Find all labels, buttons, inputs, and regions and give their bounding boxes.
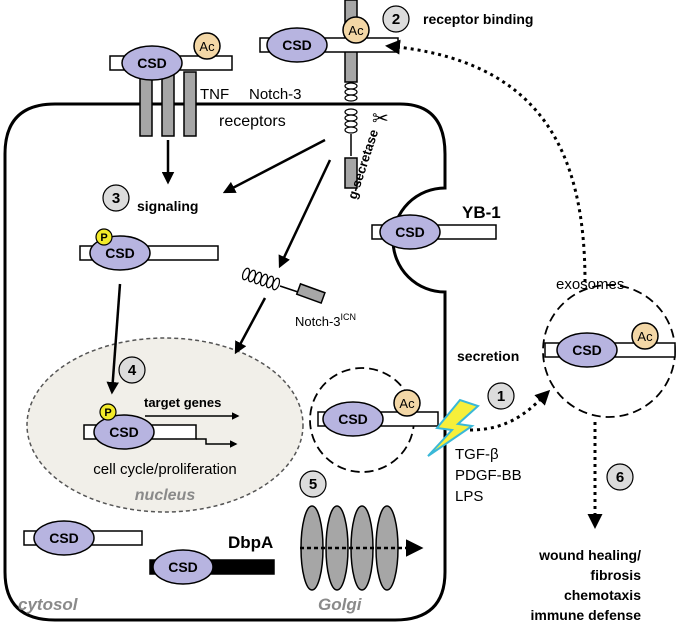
ac-label: Ac (399, 396, 415, 411)
csd-label: CSD (168, 559, 198, 575)
step-2-circle (382, 5, 410, 33)
step-6-circle (606, 463, 634, 491)
golgi-label: Golgi (318, 595, 363, 614)
ac-label: Ac (637, 329, 653, 344)
icn-nucleus-arrow (234, 297, 267, 355)
dbpa-csd: CSD (149, 549, 275, 585)
lps-label: LPS (455, 488, 483, 505)
receptor-binding-label: receptor binding (423, 11, 533, 27)
p-label: P (100, 232, 107, 244)
csd-label: CSD (49, 530, 79, 546)
tnf-label: TNF (200, 86, 229, 103)
secretion-label: secretion (457, 348, 519, 364)
target-genes-label: target genes (144, 395, 221, 410)
cell-membrane (3, 102, 447, 622)
csd-label: CSD (395, 224, 425, 240)
ac-label: Ac (199, 39, 215, 54)
exosomes-label: exosomes (556, 276, 624, 293)
ac-label: Ac (348, 23, 364, 38)
secretion-to-exosome-arrow (469, 389, 551, 432)
signaling-label: signaling (137, 198, 198, 214)
notch3-icn-fragment (241, 267, 326, 305)
stimulus-lightning-icon (427, 398, 480, 457)
outcome-fibrosis: fibrosis (590, 567, 641, 583)
step-5-circle (299, 470, 327, 498)
csd-label: CSD (572, 342, 602, 358)
cytosol-csd: CSD (23, 520, 143, 556)
step-1-number: 1 (497, 388, 505, 405)
step-6-number: 6 (616, 469, 624, 486)
vesicle-ac-csd: CSD Ac (317, 389, 439, 437)
pdgf-label: PDGF-BB (455, 467, 522, 484)
exosome-ac-csd: CSD Ac (544, 322, 676, 368)
cytosol-label: cytosol (18, 595, 79, 614)
outcome-wound-healing: wound healing/ (538, 547, 641, 563)
step-2-number: 2 (392, 11, 400, 28)
csd-label: CSD (338, 411, 368, 427)
step-3-circle (102, 184, 130, 212)
transcription-arrow (196, 438, 238, 448)
exosome-to-receptor-arrow (385, 39, 587, 283)
csd-label: CSD (282, 37, 312, 53)
tnf-receptor-complex: CSD Ac (109, 32, 233, 137)
step-4-number: 4 (128, 362, 137, 379)
phospho-nuclear-arrow (106, 283, 122, 395)
csd-label: CSD (109, 424, 139, 440)
step-5-number: 5 (309, 476, 317, 493)
notch3icn-label: Notch-3ICN (295, 312, 356, 329)
outcome-immune-defense: immune defense (531, 607, 642, 623)
outcome-chemotaxis: chemotaxis (564, 587, 641, 603)
ac-csd-ligand: CSD Ac (259, 16, 399, 63)
notch3-label: Notch-3 (249, 86, 302, 103)
nucleus-label: nucleus (135, 487, 196, 504)
scissors-icon: ✂ (372, 108, 389, 130)
p-label: P (104, 407, 111, 419)
yb1-label: YB-1 (462, 203, 501, 222)
notch-signaling-arrow (222, 138, 326, 194)
receptors-label: receptors (219, 113, 286, 130)
csd-label: CSD (137, 55, 167, 71)
phospho-csd-cytosol: CSD P (79, 228, 219, 271)
notch-icn-arrow (278, 159, 332, 269)
dbpa-label: DbpA (228, 533, 273, 552)
step-4-circle (118, 356, 146, 384)
tgfb-label: TGF-β (455, 446, 499, 463)
yb1-membrane-csd: CSD (371, 214, 497, 250)
step-1-circle (487, 382, 515, 410)
phospho-csd-nuclear: CSD P (83, 403, 197, 450)
cell-cycle-label: cell cycle/proliferation (93, 461, 236, 478)
step-3-number: 3 (112, 190, 120, 207)
csd-label: CSD (105, 245, 135, 261)
